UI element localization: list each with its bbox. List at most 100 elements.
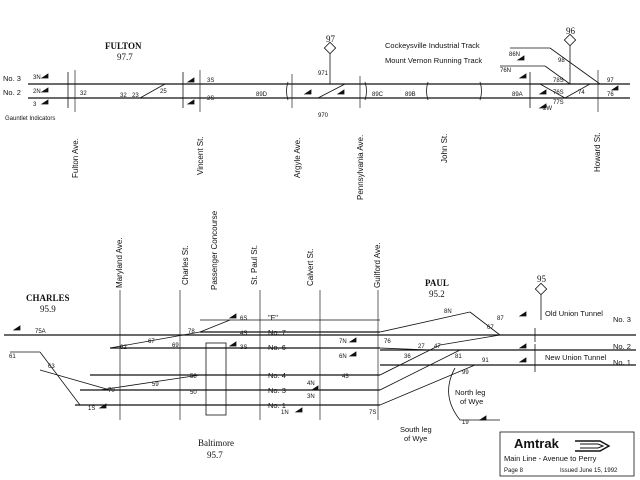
milepost-95-label: 95 — [537, 274, 547, 284]
signal-icon — [40, 87, 49, 93]
upper-track-2-label: No. 2 — [3, 88, 21, 97]
milepost-96: 96 — [563, 26, 577, 84]
lower-track-6-label: No. 6 — [268, 343, 286, 352]
milepost-95-icon — [534, 282, 548, 296]
switch-label: 81 — [455, 354, 462, 360]
switch-label: 3S — [207, 78, 214, 84]
tunnel-old-label: Old Union Tunnel — [545, 309, 603, 318]
switch-label: 67 — [487, 325, 494, 331]
signal-icon — [610, 85, 619, 91]
wye-north-label-2: of Wye — [460, 397, 483, 406]
switch-label: 8N — [444, 309, 452, 315]
switch-label: 23 — [132, 93, 139, 99]
switch-label: 74 — [578, 90, 585, 96]
paul-link-4 — [379, 344, 441, 376]
switch-label: 3N — [307, 394, 315, 400]
switch-label: 25 — [160, 89, 167, 95]
street-maryland-label: Maryland Ave. — [115, 237, 124, 288]
switch-label: 61 — [9, 354, 16, 360]
switch-label: 32 — [120, 93, 127, 99]
legend-brand: Amtrak — [514, 436, 560, 451]
signal-icon — [228, 341, 237, 347]
switch-label: 76N — [500, 68, 511, 74]
switch-label: 1S — [88, 406, 95, 412]
milepost-97-label: 97 — [326, 34, 336, 44]
crossover-fulton — [139, 83, 166, 99]
legend-box: Amtrak Main Line - Avenue to Perry Page … — [499, 431, 635, 477]
switch-label: 7N — [339, 339, 347, 345]
switch-label: 971 — [318, 71, 329, 77]
legend-issued: Issued June 15, 1992 — [560, 468, 618, 474]
bracket-penn — [364, 81, 367, 101]
street-fulton-label: Fulton Ave. — [71, 138, 80, 178]
signal-icon — [40, 99, 49, 105]
switch-label: 3S — [240, 345, 247, 351]
upper-track-3-label-right: 97 — [607, 78, 614, 84]
ladder-left-2 — [39, 351, 81, 406]
lower-track-4-label: No. 4 — [268, 371, 286, 380]
signal-icon — [518, 343, 527, 349]
switch-label: 58 — [190, 374, 197, 380]
lower-track-3-label: No. 3 — [613, 315, 631, 324]
switch-label: 3N — [33, 75, 41, 81]
street-concourse-label: Passenger Concourse — [210, 210, 219, 290]
crossover-howard — [564, 83, 591, 99]
switch-label: 36 — [404, 354, 411, 360]
switch-label: 91 — [482, 358, 489, 364]
passenger-concourse-block — [205, 342, 227, 416]
switch-label: 77S — [553, 100, 564, 106]
lower-track-1-label-mid: No. 1 — [268, 401, 286, 410]
lower-signals — [12, 311, 527, 421]
signal-icon — [538, 89, 547, 95]
street-john-label: John St. — [440, 134, 449, 163]
lower-track-1-label: No. 1 — [613, 358, 631, 367]
switch-label: 7S — [369, 410, 376, 416]
switch-label: 87 — [497, 316, 504, 322]
signal-icon — [478, 415, 487, 421]
milepost-95: 95 — [534, 274, 548, 320]
bracket-john-r — [479, 81, 482, 101]
signal-icon — [98, 403, 107, 409]
branch-mtvernon-curve — [544, 65, 571, 85]
switch-label: 47 — [434, 344, 441, 350]
lower-switch-labels: 75A 61 63 62 67 69 78 70 59 58 50 6S 4S … — [9, 309, 504, 426]
switch-label: 59 — [152, 382, 159, 388]
amtrak-logo-icon — [575, 440, 611, 452]
switch-label: 70 — [108, 388, 115, 394]
fulton-station-mile: 97.7 — [117, 52, 133, 62]
milepost-96-label: 96 — [566, 26, 576, 36]
switch-label: 86N — [509, 52, 520, 58]
ladder-left-4 — [109, 331, 201, 349]
signal-icon — [518, 311, 527, 317]
ladder-left-3 — [39, 369, 111, 391]
legend-page: Page 8 — [504, 468, 524, 474]
lower-section: CHARLES 95.9 PAUL 95.2 95 No. 3 No. 2 No… — [4, 210, 636, 460]
street-vincent-label: Vincent St. — [196, 136, 205, 175]
upper-switch-labels: 3N 2N 3 32 32 23 25 3S 2S 89D 971 970 89… — [33, 52, 585, 119]
switch-label: 78S — [553, 78, 564, 84]
signal-icon — [518, 357, 527, 363]
switch-label: 62 — [120, 345, 127, 351]
street-calvert-label: Calvert St. — [306, 249, 315, 286]
switch-label: 2S — [207, 96, 214, 102]
signal-icon — [310, 385, 319, 391]
switch-label: 89A — [512, 92, 523, 98]
switch-label: 19 — [462, 420, 469, 426]
branch-cockeysville-label: Cockeysville Industrial Track — [385, 41, 480, 50]
switch-label: 89B — [405, 92, 416, 98]
signal-icon — [40, 73, 49, 79]
switch-label: 89C — [372, 92, 384, 98]
signal-icon — [186, 77, 195, 83]
signal-icon — [228, 313, 237, 319]
signal-icon — [336, 89, 345, 95]
signal-icon — [186, 99, 195, 105]
switch-label: 98 — [558, 58, 565, 64]
street-guilford-label: Guilford Ave. — [373, 242, 382, 288]
ladder-left-6 — [199, 319, 231, 333]
upper-signals — [40, 55, 619, 109]
switch-label: 4S — [240, 331, 247, 337]
milepost-96-icon — [563, 33, 577, 47]
upper-track-3-label: No. 3 — [3, 74, 21, 83]
signal-icon — [348, 351, 357, 357]
